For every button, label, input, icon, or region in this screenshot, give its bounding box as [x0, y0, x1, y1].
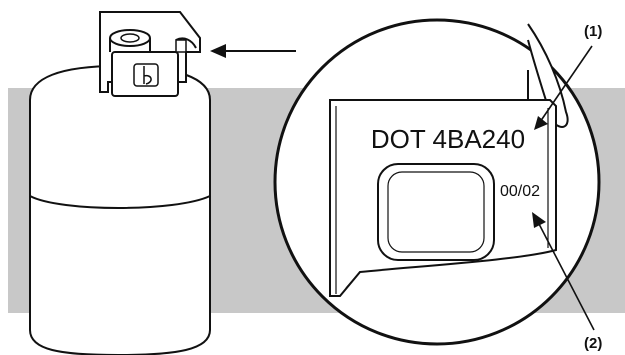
- callout-1-label: (1): [584, 23, 602, 40]
- dot-spec-text: DOT 4BA240: [371, 124, 525, 154]
- requalification-date-text: 00/02: [500, 183, 540, 200]
- magnified-view: DOT 4BA240 00/02: [273, 18, 601, 346]
- valve-collar: [99, 11, 201, 97]
- callout-2: (2): [532, 212, 602, 352]
- callout-1: (1): [534, 23, 602, 130]
- callout-2-label: (2): [584, 335, 602, 352]
- tank-body: [29, 64, 211, 355]
- tank-seam: [29, 195, 211, 209]
- plate-window: [377, 163, 495, 261]
- collar-tab-magnified: [527, 23, 569, 128]
- pointer-arrow: [210, 44, 296, 58]
- propane-tank: [29, 64, 211, 355]
